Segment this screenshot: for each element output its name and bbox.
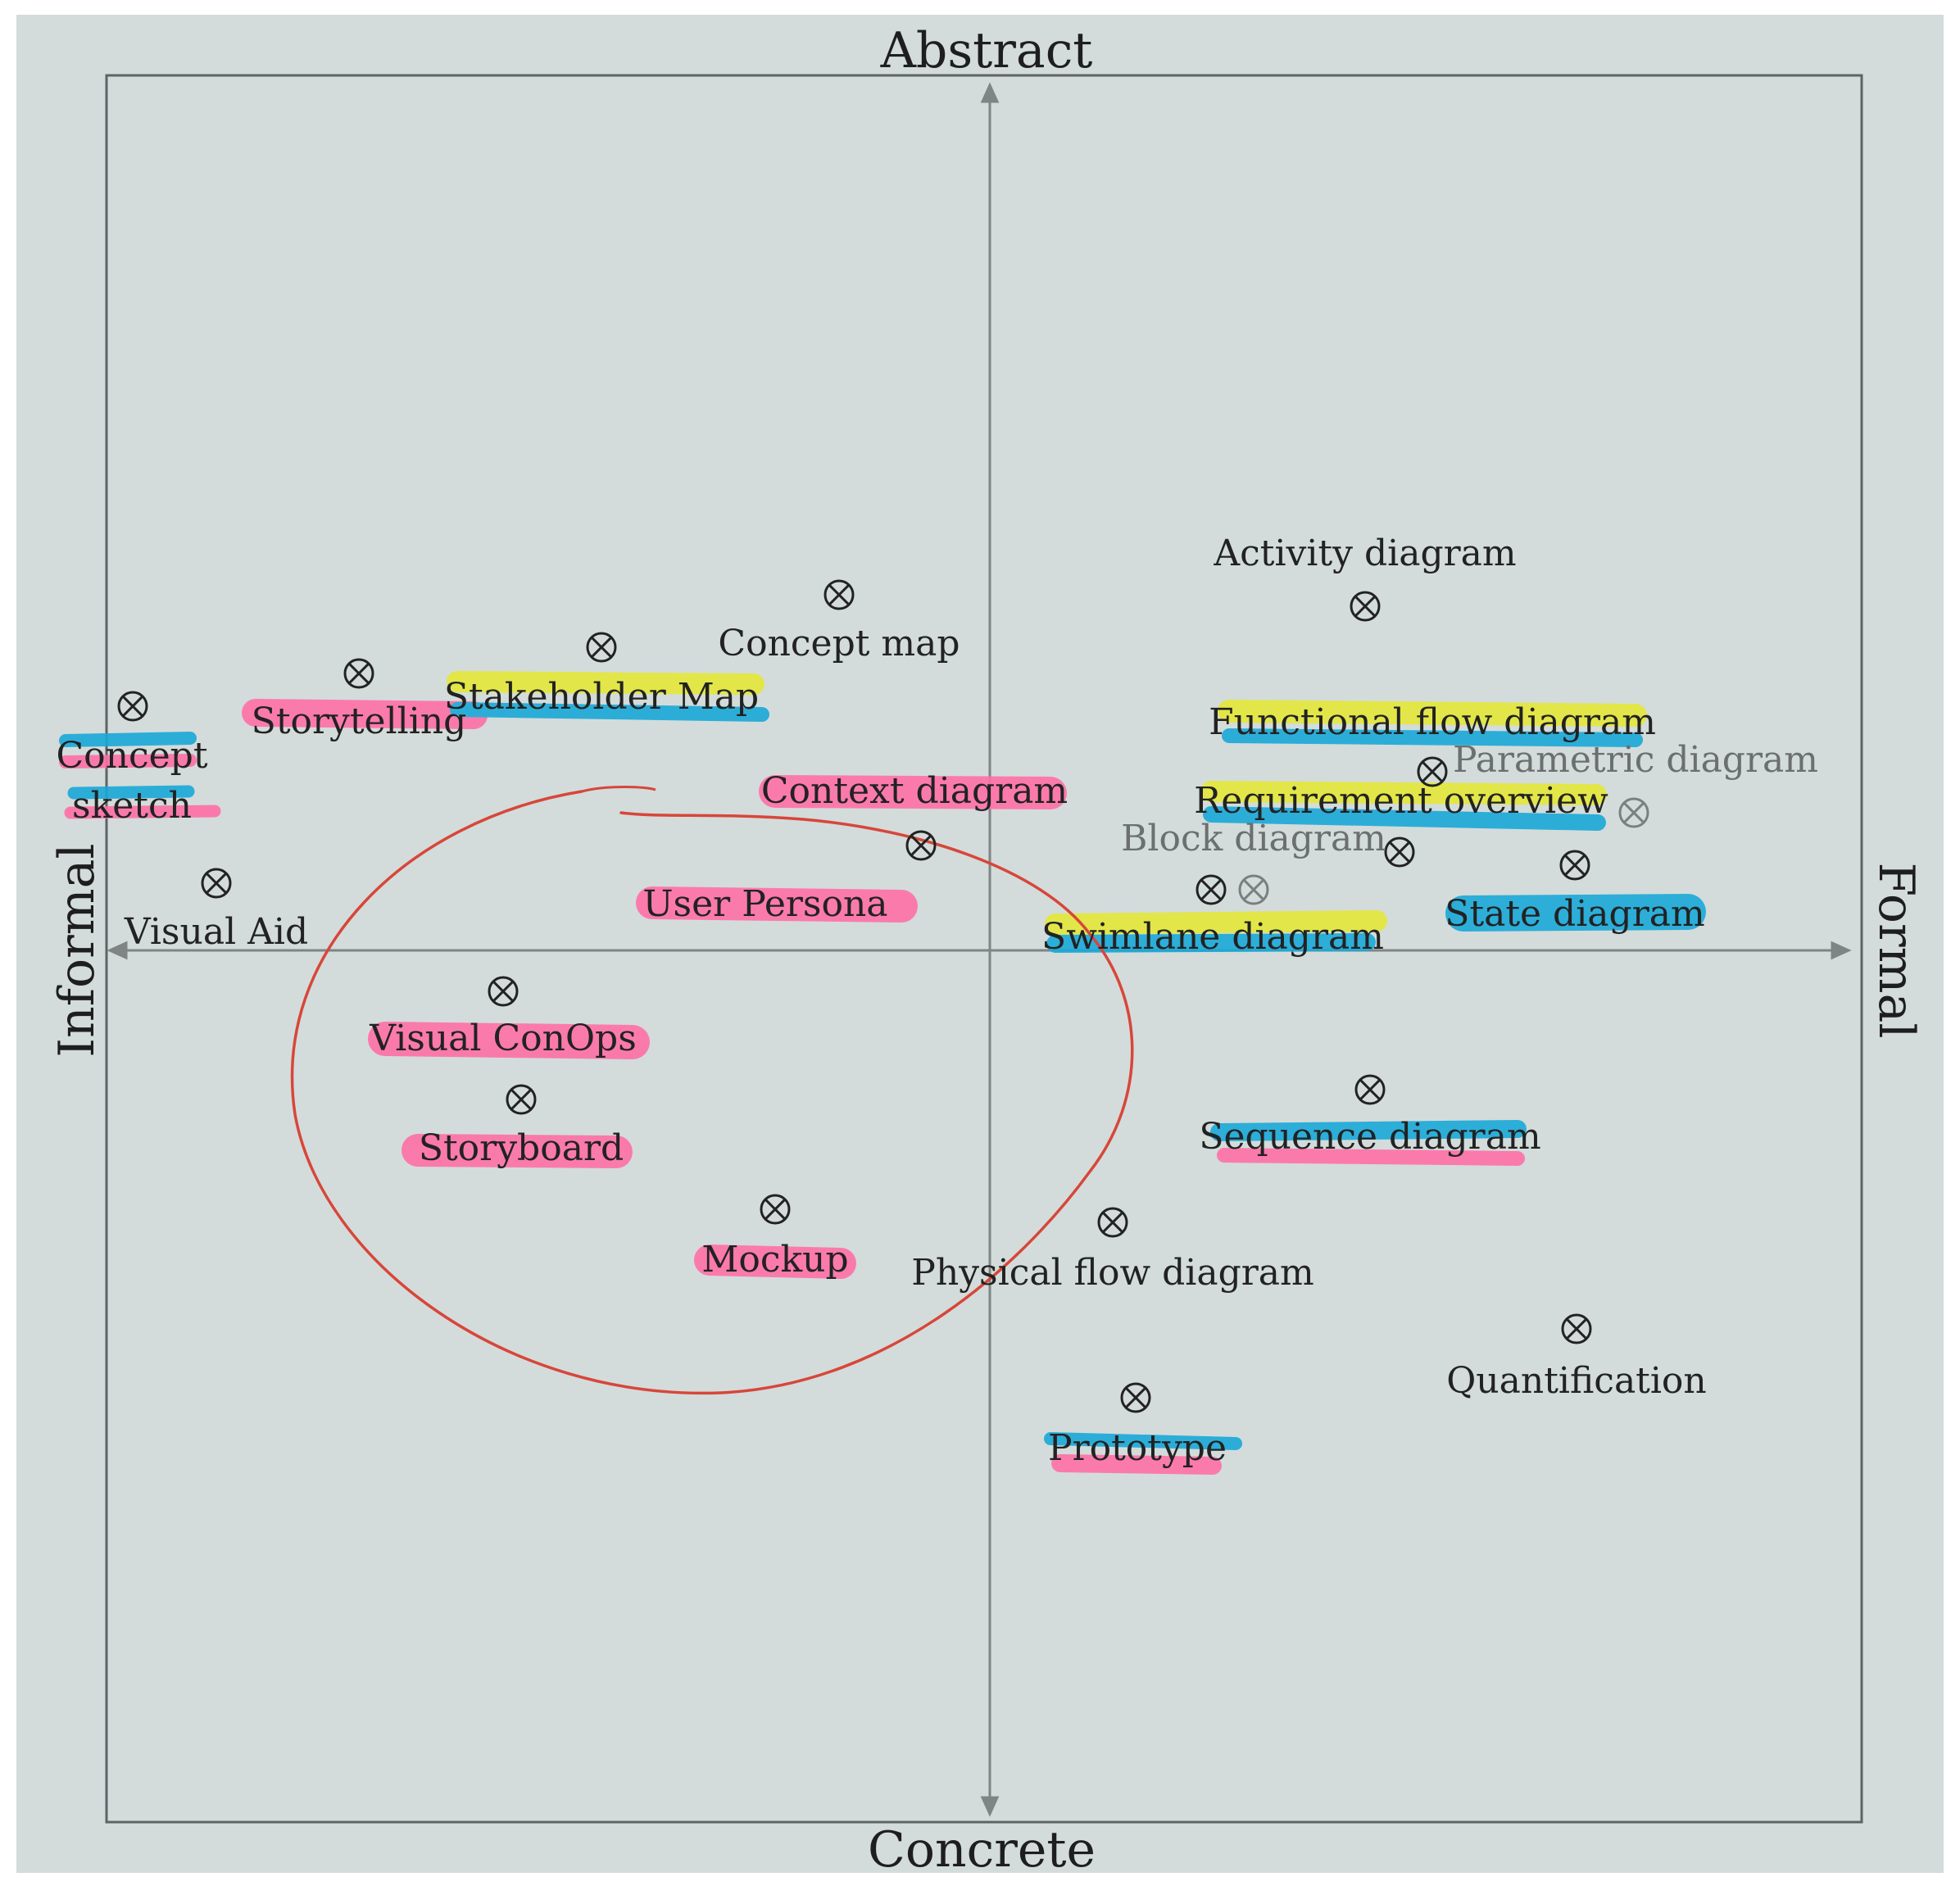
circled-cross-marker-icon	[760, 1194, 791, 1225]
highlight-yellow	[1218, 700, 1647, 727]
item-label: Quantification	[1446, 1360, 1707, 1402]
item-label: Physical flow diagram	[911, 1252, 1314, 1294]
highlight-pink	[59, 754, 197, 768]
item-label: Concept map	[718, 623, 960, 664]
highlight-yellow	[1045, 910, 1387, 935]
highlight-yellow	[1200, 781, 1607, 805]
highlight-pink	[636, 886, 918, 923]
highlight-blue	[450, 702, 769, 722]
hand-drawn-circle-tail	[581, 786, 656, 793]
circled-cross-marker-icon	[1238, 874, 1269, 905]
circled-cross-marker-icon	[1618, 797, 1649, 828]
highlight-blue	[1445, 894, 1706, 932]
item-label: Context diagram	[761, 770, 1068, 812]
axis-arrow-up-icon	[980, 82, 1000, 103]
circled-cross-marker-icon	[823, 579, 855, 610]
axis-arrow-left-icon	[107, 941, 128, 960]
axis-arrow-down-icon	[980, 1796, 1000, 1817]
circled-cross-marker-icon	[1097, 1207, 1128, 1238]
highlight-pink	[64, 805, 221, 819]
axis-label-abstract: Abstract	[880, 22, 1093, 79]
item-label: Visual Aid	[124, 911, 308, 953]
item-label: Requirement overview	[1194, 780, 1608, 822]
highlight-pink	[1051, 1454, 1222, 1475]
item-label: Functional flow diagram	[1209, 701, 1656, 743]
item-label: Swimlane diagram	[1041, 916, 1384, 958]
highlight-blue	[1203, 806, 1606, 831]
highlight-blue	[1044, 1432, 1242, 1450]
axis-label-informal: Informal	[48, 843, 106, 1057]
item-label: Storyboard	[419, 1127, 624, 1169]
circled-cross-marker-icon	[1561, 1313, 1592, 1344]
frame	[105, 74, 1863, 1824]
highlight-blue	[1046, 933, 1376, 953]
hand-drawn-circle	[290, 790, 1134, 1395]
item-label: Visual ConOps	[369, 1018, 637, 1059]
circled-cross-marker-icon	[343, 658, 374, 689]
highlight-blue	[67, 785, 195, 800]
circled-cross-marker-icon	[117, 691, 148, 722]
item-label: State diagram	[1445, 893, 1704, 935]
circled-cross-marker-icon	[1120, 1382, 1151, 1413]
axis-label-formal: Formal	[1867, 862, 1925, 1038]
highlight-pink	[402, 1134, 633, 1168]
circled-cross-marker-icon	[1350, 591, 1381, 622]
circled-cross-marker-icon	[1384, 836, 1415, 868]
item-label: Stakeholder Map	[444, 676, 759, 718]
circled-cross-marker-icon	[488, 976, 519, 1007]
item-label: Mockup	[701, 1239, 848, 1281]
circled-cross-marker-icon	[1559, 850, 1590, 881]
highlight-blue	[59, 732, 197, 747]
circled-cross-marker-icon	[201, 868, 232, 899]
item-label: Block diagram	[1121, 818, 1386, 859]
circled-cross-marker-icon	[1354, 1074, 1386, 1105]
item-label: Activity diagram	[1213, 533, 1516, 574]
item-label: Prototype	[1048, 1427, 1227, 1469]
highlight-pink	[368, 1022, 650, 1059]
axis-arrow-right-icon	[1831, 941, 1852, 960]
highlight-yellow	[447, 671, 764, 695]
highlight-pink	[694, 1244, 856, 1279]
marker-highlights	[59, 671, 1706, 1475]
highlight-blue	[1210, 1120, 1527, 1141]
item-label: User Persona	[642, 883, 887, 925]
circled-cross-marker-icon	[506, 1084, 537, 1115]
circled-cross-marker-icon	[1196, 874, 1227, 905]
circled-cross-marker-icon	[586, 632, 617, 663]
highlight-pink	[1217, 1148, 1525, 1166]
item-label: sketch	[72, 785, 192, 827]
circled-cross-marker-icon	[905, 830, 937, 861]
item-label: Storytelling	[252, 700, 467, 742]
paper-sheet	[16, 15, 1944, 1873]
item-label: Sequence diagram	[1199, 1116, 1540, 1158]
item-label: Concept	[56, 735, 207, 777]
axis-label-concrete: Concrete	[868, 1821, 1096, 1879]
item-label: Parametric diagram	[1453, 739, 1818, 781]
highlight-pink	[759, 775, 1067, 809]
circled-cross-marker-icon	[1417, 756, 1448, 787]
point-markers	[117, 579, 1649, 1413]
highlight-blue	[1222, 728, 1643, 747]
highlight-pink	[242, 699, 488, 729]
